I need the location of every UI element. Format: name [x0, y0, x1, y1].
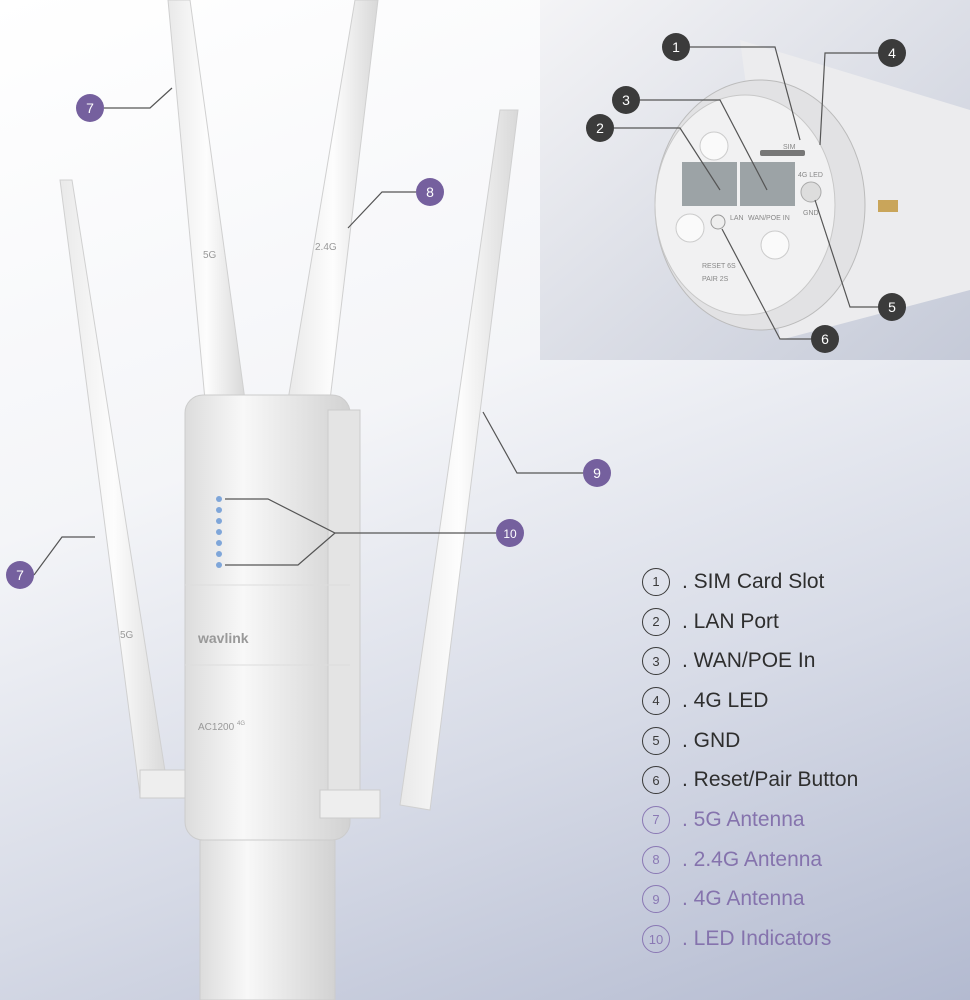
antenna-4g-right [399, 109, 519, 811]
svg-text:6: 6 [821, 331, 829, 347]
legend-label: . GND [682, 728, 741, 752]
model-label: AC1200 [198, 722, 235, 733]
legend-item-sim-card-slot: 1 . SIM Card Slot [642, 562, 858, 602]
callout-8: 8 [416, 178, 444, 206]
callout-5: 5 [878, 293, 906, 321]
callout-7-left: 7 [6, 561, 34, 589]
router-body: wavlink AC1200 4G [139, 394, 381, 1000]
legend-number: 6 [642, 766, 670, 795]
legend-label: . SIM Card Slot [682, 569, 825, 593]
svg-text:4: 4 [888, 45, 896, 61]
legend-item-gnd: 5 . GND [642, 721, 858, 761]
brand-logo: wavlink [197, 630, 249, 646]
legend-number: 7 [642, 805, 670, 834]
svg-text:9: 9 [593, 465, 601, 481]
legend-item-2.4g-antenna: 8 . 2.4G Antenna [642, 840, 858, 880]
svg-text:5G: 5G [203, 250, 217, 261]
legend-number: 3 [642, 647, 670, 676]
legend-item-4g-led: 4 . 4G LED [642, 681, 858, 721]
legend-number: 10 [642, 925, 670, 954]
callout-7-top: 7 [76, 94, 104, 122]
svg-text:1: 1 [672, 39, 680, 55]
led-indicators [216, 496, 222, 568]
svg-text:8: 8 [426, 184, 434, 200]
svg-text:7: 7 [86, 100, 94, 116]
sim-slot [760, 150, 805, 156]
legend-item-reset-pair-button: 6 . Reset/Pair Button [642, 760, 858, 800]
callout-4: 4 [878, 39, 906, 67]
legend-label: . WAN/POE In [682, 649, 816, 673]
legend-label: . 5G Antenna [682, 807, 805, 831]
legend-label: . LED Indicators [682, 927, 832, 951]
antenna-5g-left: 5G [59, 179, 169, 796]
svg-text:7: 7 [16, 567, 24, 583]
legend-number: 9 [642, 885, 670, 914]
gnd-label: GND [803, 210, 819, 217]
led-4g-label: 4G LED [798, 172, 823, 179]
legend-item-wan-poe-in: 3 . WAN/POE In [642, 641, 858, 681]
svg-text:4G: 4G [237, 721, 245, 727]
legend-label: . LAN Port [682, 609, 779, 633]
sim-label: SIM [783, 144, 796, 151]
svg-text:2: 2 [596, 120, 604, 136]
legend-item-4g-antenna: 9 . 4G Antenna [642, 880, 858, 920]
legend-label: . 4G LED [682, 688, 769, 712]
lan-port [682, 162, 737, 206]
legend-number: 1 [642, 567, 670, 596]
reset-label: RESET 6S [702, 263, 736, 270]
gnd-screw [800, 181, 822, 203]
svg-text:10: 10 [503, 527, 517, 541]
wan-label: WAN/POE IN [748, 215, 790, 222]
antenna-2.4g-top: 2.4G [287, 0, 379, 401]
legend-number: 8 [642, 845, 670, 874]
svg-text:5: 5 [888, 299, 896, 315]
pair-label: PAIR 2S [702, 276, 729, 283]
legend: 1 . SIM Card Slot 2 . LAN Port 3 . WAN/POE … [642, 562, 858, 959]
legend-number: 2 [642, 607, 670, 636]
callout-10: 10 [496, 519, 524, 547]
svg-text:5G: 5G [120, 630, 134, 641]
antenna-5g-top: 5G [167, 0, 246, 401]
callout-9: 9 [583, 459, 611, 487]
legend-number: 5 [642, 726, 670, 755]
callout-3: 3 [612, 86, 640, 114]
legend-label: . 2.4G Antenna [682, 847, 823, 871]
callout-1: 1 [662, 33, 690, 61]
legend-label: . 4G Antenna [682, 887, 805, 911]
legend-number: 4 [642, 686, 670, 715]
legend-item-lan-port: 2 . LAN Port [642, 602, 858, 642]
legend-item-5g-antenna: 7 . 5G Antenna [642, 800, 858, 840]
lan-label: LAN [730, 215, 744, 222]
svg-text:3: 3 [622, 92, 630, 108]
svg-text:2.4G: 2.4G [315, 242, 337, 253]
leader-lines [33, 46, 878, 576]
callout-6: 6 [811, 325, 839, 353]
legend-label: . Reset/Pair Button [682, 768, 859, 792]
callout-2: 2 [586, 114, 614, 142]
wan-port [740, 162, 795, 206]
legend-item-led-indicators: 10 . LED Indicators [642, 919, 858, 959]
reset-button [710, 214, 726, 230]
